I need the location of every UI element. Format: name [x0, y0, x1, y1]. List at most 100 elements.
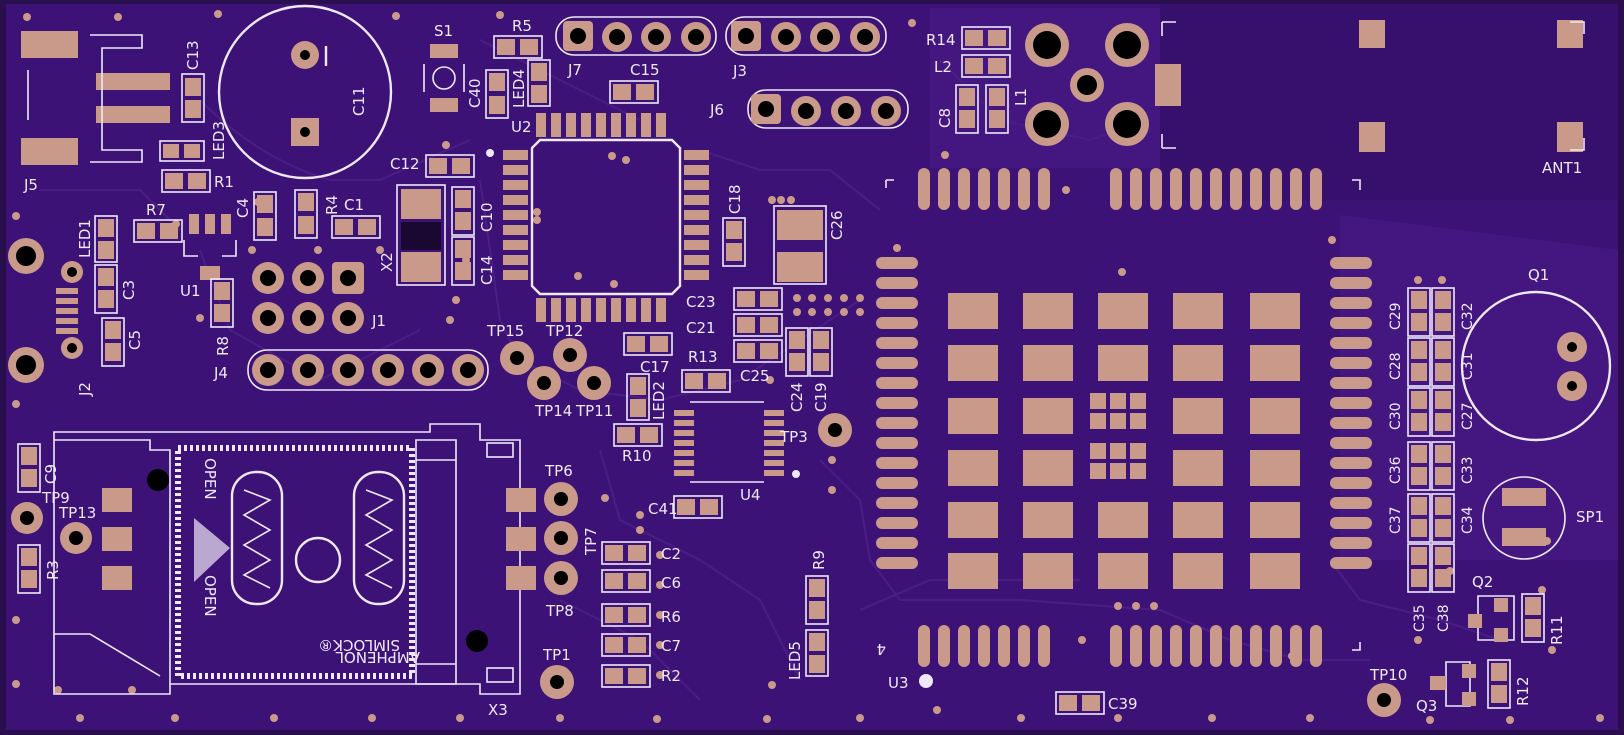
label-c9: C9: [42, 464, 60, 484]
label-c6: C6: [661, 574, 681, 592]
tp11-test-point: TP11: [575, 366, 613, 420]
label-c21: C21: [686, 319, 716, 337]
q1-transistor: Q1: [1460, 266, 1612, 442]
label-c31: C31: [1460, 352, 1476, 380]
led5: LED5: [786, 629, 829, 680]
label-c28: C28: [1388, 352, 1404, 380]
u2-pads-bottom: [536, 298, 666, 322]
label-r6: R6: [661, 608, 681, 626]
r11-resistor: R11: [1521, 593, 1566, 645]
label-x3: X3: [488, 701, 508, 719]
c23-capacitor: C23: [686, 287, 783, 311]
c11-electrolytic-capacitor: C11: [217, 4, 393, 180]
u3-ground-pads: [948, 293, 1300, 589]
c18-capacitor: C18: [722, 184, 746, 267]
label-c13: C13: [184, 40, 202, 70]
label-r2: R2: [661, 667, 681, 685]
label-u4: U4: [740, 486, 761, 504]
label-r4: R4: [323, 195, 341, 215]
label-r7: R7: [146, 201, 166, 219]
s1-switch: S1: [423, 22, 465, 112]
label-r8: R8: [214, 336, 232, 356]
label-c25: C25: [740, 367, 770, 385]
label-tp14: TP14: [534, 402, 572, 420]
label-tp6: TP6: [544, 462, 573, 480]
c4-capacitor: C4: [234, 191, 277, 241]
label-j3: J3: [732, 62, 747, 80]
label-c39: C39: [1108, 695, 1138, 713]
cap-column-right: [1431, 287, 1455, 593]
r3-resistor: R3: [17, 544, 62, 594]
label-c2: C2: [661, 545, 681, 563]
u1-regulator: U1: [180, 214, 237, 300]
label-c12: C12: [390, 155, 420, 173]
u2-pads-left: [503, 150, 528, 280]
label-c37: C37: [1388, 506, 1404, 534]
j6-header: J6: [709, 89, 909, 129]
sim-open-bottom: OPEN: [201, 575, 219, 617]
cap-column-left: [1407, 287, 1431, 593]
antenna-keepout: [1160, 4, 1618, 200]
c5-capacitor: C5: [101, 317, 144, 367]
label-c7: C7: [661, 637, 681, 655]
u4-pads-left: [674, 410, 694, 476]
tp13-test-point: TP13: [58, 504, 96, 554]
label-c17: C17: [640, 358, 670, 376]
label-r12: R12: [1514, 676, 1532, 706]
r10-resistor: R10: [613, 423, 663, 465]
label-tp3: TP3: [779, 428, 808, 446]
label-j5: J5: [23, 176, 38, 194]
label-led1: LED1: [76, 219, 94, 258]
u3-pads-right: [1330, 257, 1372, 569]
c1-capacitor: C1: [331, 196, 381, 239]
label-j7: J7: [567, 61, 582, 79]
tp1-test-point: TP1: [540, 646, 574, 699]
label-c18: C18: [726, 184, 744, 214]
c13-capacitor: C13: [181, 40, 205, 123]
tp15-test-point: TP15: [486, 322, 534, 375]
sim-brand-line2: SIMLOCK®: [318, 636, 400, 654]
j7-header: J7: [555, 16, 717, 79]
label-r9: R9: [810, 550, 828, 570]
c3-capacitor: C3: [94, 264, 138, 314]
label-led3: LED3: [210, 121, 228, 160]
r13-resistor: R13: [681, 348, 731, 393]
r9-resistor: R9: [805, 550, 829, 625]
label-tp11: TP11: [575, 402, 613, 420]
c19-capacitor: C19: [809, 327, 833, 412]
c12-capacitor: C12: [390, 154, 475, 178]
u2-microcontroller: U2: [486, 113, 709, 322]
label-c14: C14: [478, 255, 496, 285]
label-r3: R3: [44, 560, 62, 580]
c24-capacitor: C24: [785, 327, 809, 412]
tp12-test-point: TP12: [545, 322, 587, 372]
label-r13: R13: [688, 348, 718, 366]
label-tp8: TP8: [545, 602, 574, 620]
label-led4: LED4: [510, 69, 528, 108]
label-c26: C26: [828, 210, 846, 240]
copper-pour-right: [1340, 215, 1618, 560]
r1-resistor: R1: [161, 169, 234, 193]
c25-capacitor: C25: [733, 339, 783, 385]
r14-resistor: R14: [926, 26, 1011, 50]
r12-resistor: R12: [1487, 659, 1532, 709]
label-c19: C19: [812, 382, 830, 412]
label-led2: LED2: [650, 381, 668, 420]
u2-pads-right: [684, 150, 709, 280]
label-j6: J6: [709, 101, 724, 119]
c8-capacitor: C8: [936, 84, 979, 134]
label-led5: LED5: [786, 641, 804, 680]
c26-capacitor: C26: [773, 205, 846, 285]
label-j4: J4: [213, 364, 228, 382]
label-tp13: TP13: [58, 504, 96, 522]
c7-capacitor: C7: [601, 633, 681, 657]
label-c10: C10: [478, 202, 496, 232]
label-c8: C8: [936, 108, 954, 128]
sma-connector: [1025, 21, 1181, 149]
label-c34: C34: [1460, 506, 1476, 534]
ant1-antenna: ANT1: [1359, 20, 1585, 177]
c39-capacitor: C39: [1055, 691, 1138, 715]
cap-column-labels: C29 C32 C28 C31 C30 C27 C36 C33 C37 C34 …: [1388, 302, 1476, 632]
